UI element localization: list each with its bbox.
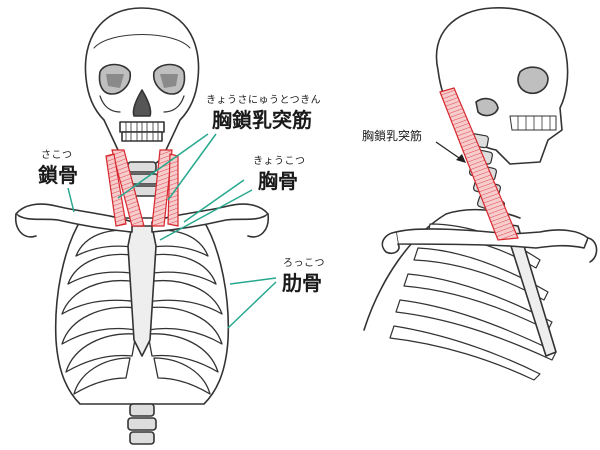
clavicle-label: 鎖骨 [38,163,78,187]
sternum-label: 胸骨 [258,169,298,193]
side-eye-socket [517,66,549,94]
side-clavicle [395,228,589,249]
front-skeleton [14,7,270,445]
side-scm-muscle [439,87,519,241]
ribs-label: 肋骨 [282,271,322,295]
side-skull [435,7,569,165]
scm-ruby: きょうさにゅうとつきん [206,95,322,106]
clavicle-ruby: さこつ [41,150,73,161]
side-scm-label: 胸鎖乳突筋 [362,129,423,143]
leader-lines [67,133,277,329]
side-pointer-arrow [435,141,466,163]
nasal-cavity [132,89,152,117]
sternum-ruby: きょうこつ [253,156,306,167]
scm-label: 胸鎖乳突筋 [212,108,312,132]
front-ribs [61,229,223,395]
ribs-ruby: ろっこつ [283,258,325,269]
front-scm-muscles [105,149,179,227]
